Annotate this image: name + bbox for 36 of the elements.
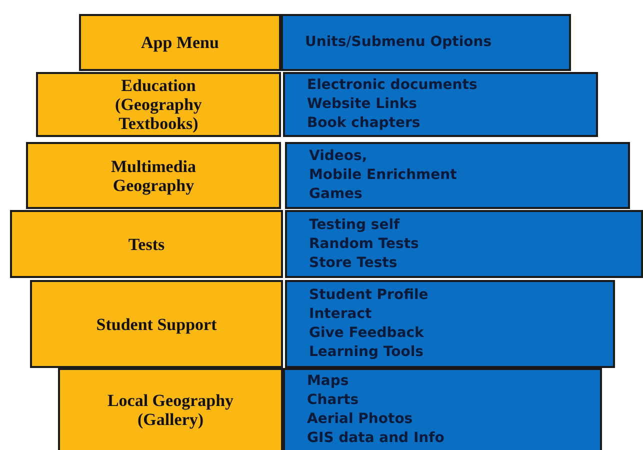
option-item: Mobile Enrichment [309, 166, 458, 185]
category-box [58, 368, 283, 450]
option-item: GIS data and Info [307, 429, 446, 448]
option-item: Website Links [307, 95, 418, 114]
category-title: Student Support [96, 314, 217, 334]
option-item: Aerial Photos [307, 410, 414, 429]
category-title: Education (Geography Textbooks) [114, 76, 203, 133]
category-title: App Menu [141, 33, 219, 52]
options-box [283, 368, 602, 450]
category-box [36, 72, 281, 137]
options-box [281, 14, 571, 71]
option-item: Give Feedback [309, 324, 425, 343]
option-item: Maps [307, 372, 350, 391]
option-item: Videos, [309, 147, 368, 166]
option-item: Student Profile [309, 286, 430, 305]
category-box [10, 210, 283, 278]
option-item: Random Tests [309, 234, 420, 254]
option-item: Charts [307, 391, 360, 410]
option-item: Interact [309, 305, 373, 324]
option-item: Electronic documents [307, 76, 478, 95]
category-box [79, 14, 281, 71]
options-box [285, 142, 630, 209]
option-item: Units/Submenu Options [305, 33, 493, 52]
options-box [283, 72, 598, 137]
option-item: Testing self [309, 216, 401, 234]
option-item: Learning Tools [309, 343, 424, 362]
category-title: Local Geography (Gallery) [106, 391, 235, 429]
category-box [30, 280, 283, 368]
category-box [26, 142, 281, 209]
option-item: Book chapters [307, 114, 422, 133]
option-item: Games [309, 185, 364, 204]
option-item: Store Tests [309, 254, 398, 272]
options-box [285, 210, 643, 278]
category-title: Multimedia Geography [110, 156, 197, 194]
category-title: Tests [128, 234, 165, 254]
options-box [285, 280, 615, 368]
